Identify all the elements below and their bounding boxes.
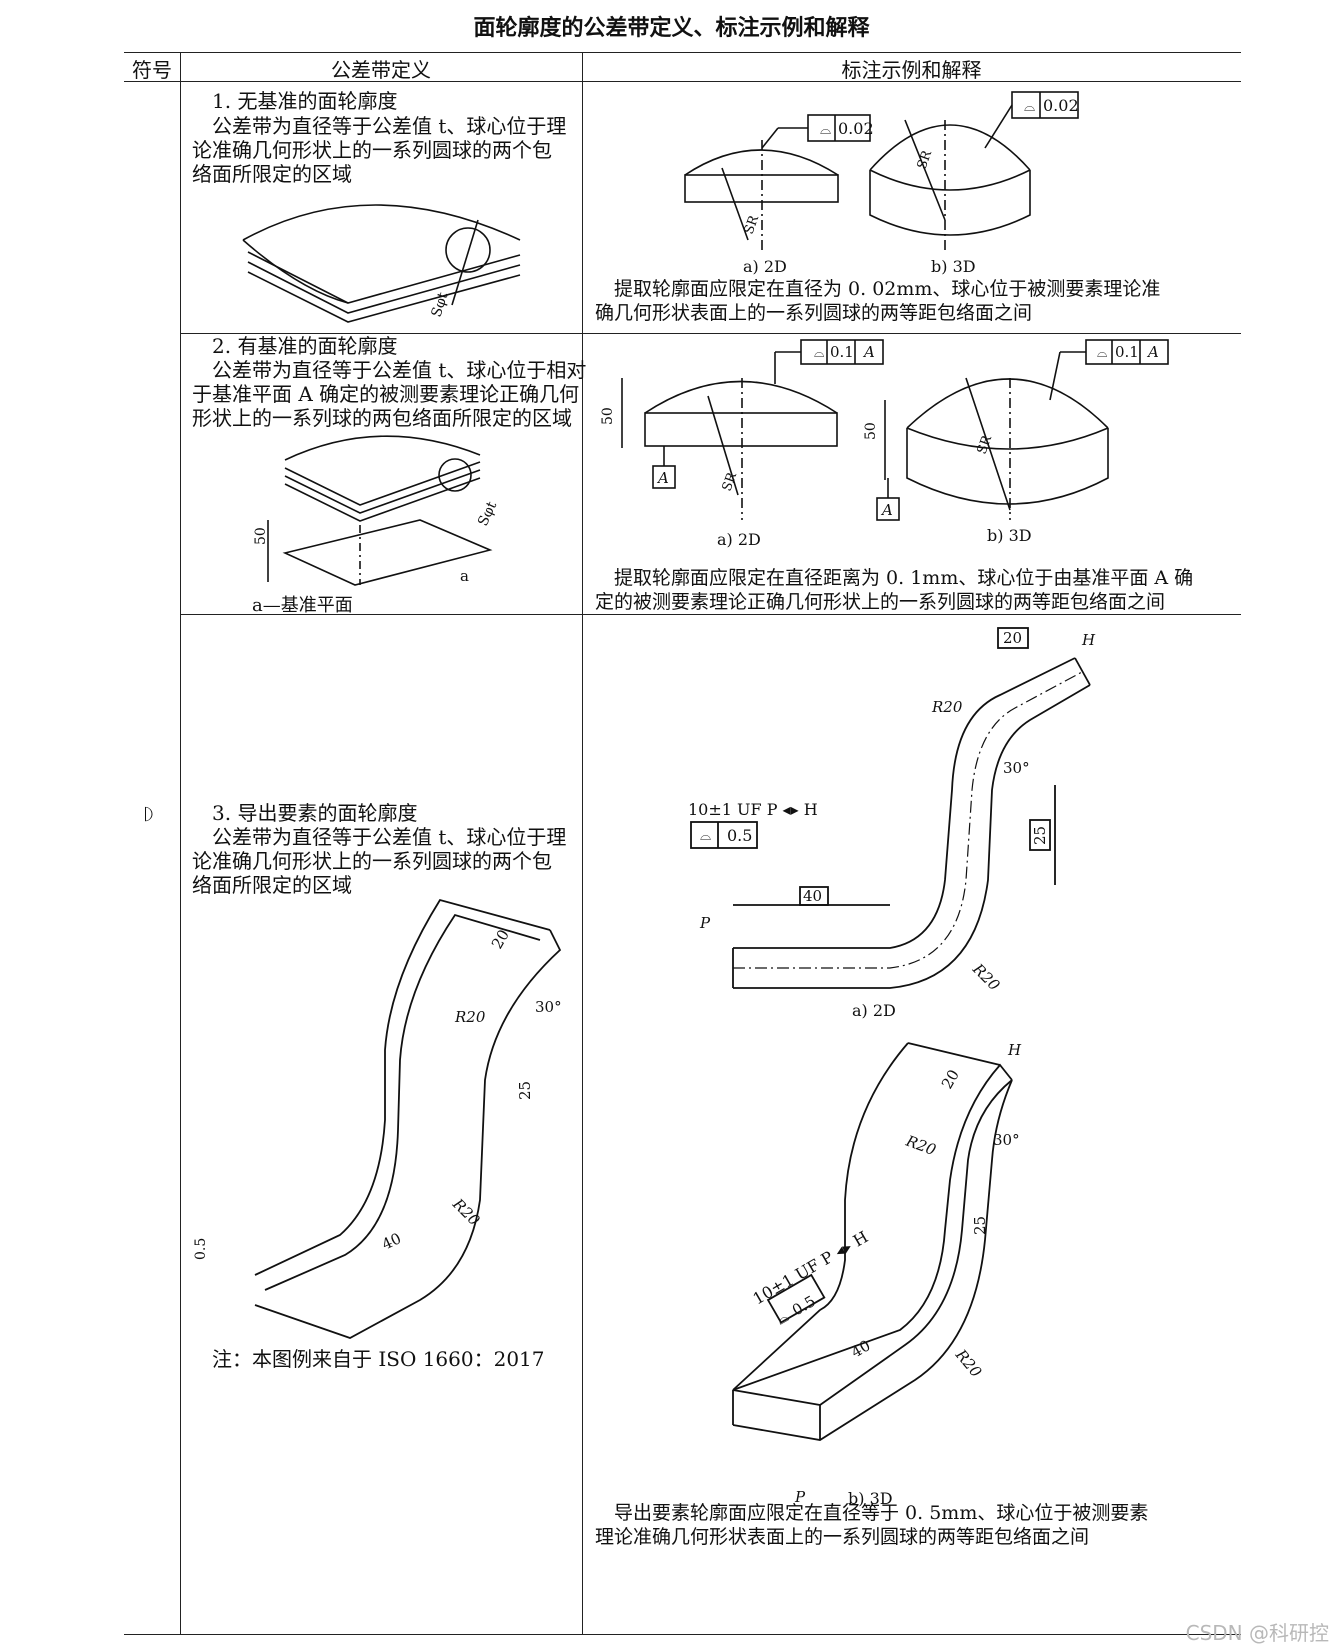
row1-rule [180,333,1241,334]
table-top-rule [124,52,1241,53]
row1-profile-icon: ⌓ [820,122,831,138]
row2-text-line1: 公差带为直径等于公差值 t、球心位于相对 [212,358,587,382]
row3-frame-spec-2d: 10±1 UF P ◂▸ H [688,800,818,819]
row3-3d-dim-25: 25 [971,1216,989,1235]
row1-caption-2d: a) 2D [743,257,787,276]
row3-text-line3: 络面所限定的区域 [192,873,352,897]
tolerance-table: 符号 公差带定义 标注示例和解释 ⌓ [124,52,1241,1636]
row3-2d-p: P [699,914,711,932]
row3-heading: 3. 导出要素的面轮廓度 [212,801,418,825]
row3-text-line2: 论准确几何形状上的一系列圆球的两个包 [192,849,552,873]
row3-2d-dim-40: 40 [803,887,822,905]
row3-note: 注：本图例来自于 ISO 1660：2017 [212,1347,545,1371]
row3-explain-line1: 导出要素轮廓面应限定在直径等于 0. 5mm、球心位于被测要素 [614,1502,1149,1524]
row1-caption-3d: b) 3D [931,257,976,276]
row1-frame-value-2d: 0.02 [838,119,874,138]
row3-2d-r20-bottom: R20 [968,959,1003,994]
row2-explain-line1: 提取轮廓面应限定在直径距离为 0. 1mm、球心位于由基准平面 A 确 [614,567,1194,589]
row2-explain-line2: 定的被测要素理论正确几何形状上的一系列圆球的两等距包络面之间 [595,591,1166,613]
row2-datum-ref-3d: A [1146,343,1159,361]
row3-3d-r20-bottom: R20 [951,1345,985,1381]
row2-frame-value-3d: 0.1 [1115,343,1139,361]
row3-left-r20-top: R20 [454,1008,486,1026]
row3-profile-icon-3d: ⌓ [774,1309,792,1328]
row3-3d-dim-20: 20 [938,1066,963,1092]
row3-3d-r20-top: R20 [903,1132,939,1160]
row1-sphere-label: Sφt [429,290,452,319]
row3-2d-dim-25: 25 [1031,826,1049,845]
row3-caption-3d: b) 3D [848,1489,893,1508]
row3-2d-angle-30: 30° [1003,759,1030,777]
row2-sr-3d: SR [975,433,996,457]
page-title: 面轮廓度的公差带定义、标注示例和解释 [473,16,870,41]
col-divider-1 [180,52,181,1634]
row3-2d-dim-20: 20 [1003,629,1022,647]
row3-2d-r20-top: R20 [931,698,963,716]
row1-sr-2d: SR [742,213,763,237]
row3-left-dim-40: 40 [379,1229,404,1253]
row2-text-line3: 形状上的一系列球的两包络面所限定的区域 [192,406,572,430]
header-example: 标注示例和解释 [841,58,982,82]
watermark: CSDN @科研控 [1185,1621,1329,1645]
row3-text-line1: 公差带为直径等于公差值 t、球心位于理 [212,825,567,849]
row3-caption-2d: a) 2D [852,1001,896,1020]
row2-heading: 2. 有基准的面轮廓度 [212,334,398,358]
row2-rule [180,614,1241,615]
row3-left-angle-30: 30° [535,998,562,1016]
header-symbol: 符号 [132,58,172,82]
row2-sr-2d: SR [720,470,741,494]
table-bottom-rule [124,1634,1241,1635]
row3-3d-angle-30: 30° [993,1131,1020,1149]
row3-profile-icon-2d: ⌓ [700,828,711,844]
row1-heading: 1. 无基准的面轮廓度 [212,89,398,113]
row1-explain-line2: 确几何形状表面上的一系列圆球的两等距包络面之间 [595,302,1033,324]
row1-frame-value-3d: 0.02 [1043,96,1079,115]
row2-dim-50-2d: 50 [600,407,616,425]
row2-text-line2: 于基准平面 A 确定的被测要素理论正确几何 [192,382,580,406]
row2-profile-icon-3d: ⌓ [1097,346,1107,361]
row3-3d-p: P [794,1488,806,1506]
row3-3d-h: H [1007,1041,1022,1059]
row2-dim-50: 50 [253,527,269,545]
row1-text-line1: 公差带为直径等于公差值 t、球心位于理 [212,114,567,138]
row1-text-line2: 论准确几何形状上的一系列圆球的两个包 [192,138,552,162]
row1-profile-icon-3d: ⌓ [1024,99,1035,115]
header-rule [124,81,1241,82]
row2-profile-icon-2d: ⌓ [814,346,824,361]
row2-point-a: a [460,567,469,585]
row3-left-r20-bottom: R20 [448,1194,483,1229]
row3-2d-h: H [1081,631,1096,649]
row1-text-line3: 络面所限定的区域 [192,162,352,186]
row2-frame-value-2d: 0.1 [830,343,854,361]
row3-left-dim-05: 0.5 [193,1238,209,1260]
row3-frame-value-2d: 0.5 [727,826,752,845]
row3-left-dim-25: 25 [516,1081,534,1100]
row3-explain-line2: 理论准确几何形状表面上的一系列圆球的两等距包络面之间 [595,1526,1090,1548]
row2-dim-50-3d: 50 [863,422,879,440]
row1-explain-line1: 提取轮廓面应限定在直径为 0. 02mm、球心位于被测要素理论准 [614,278,1161,300]
row2-caption-2d: a) 2D [717,530,761,549]
row2-datum-a-2d: A [656,469,669,487]
row2-datum-a-3d: A [880,501,893,519]
row2-datum-ref-2d: A [862,343,875,361]
row2-legend: a—基准平面 [252,595,353,616]
row2-sphere-label: Sφt [475,499,500,529]
row2-caption-3d: b) 3D [987,526,1032,545]
row1-sr-3d: SR [915,148,936,172]
header-definition: 公差带定义 [331,58,431,82]
col-divider-2 [582,52,583,1634]
